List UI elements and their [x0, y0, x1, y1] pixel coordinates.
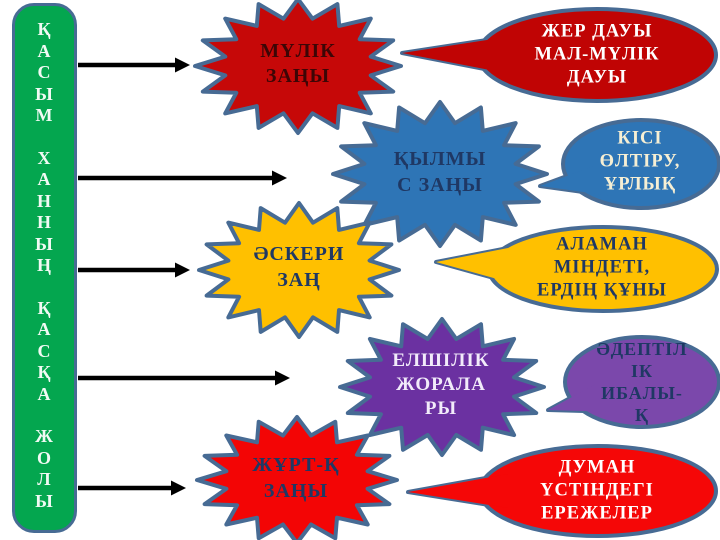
- duman-erezheler-callout: [406, 444, 718, 538]
- sidebar-letter: С: [37, 340, 52, 361]
- label-line: ӨЛТІРУ,: [599, 151, 681, 172]
- sidebar-letter: Ы: [35, 490, 54, 511]
- sidebar-letter: Қ: [37, 297, 52, 318]
- askeri-zan-burst: [197, 201, 401, 339]
- sidebar-letter: Л: [37, 469, 52, 489]
- label-line: ҮСТІНДЕГІ: [540, 480, 654, 501]
- sidebar-letter: Қ: [37, 19, 52, 39]
- label-line: ӘДЕПТІЛ: [596, 339, 688, 359]
- label-line: ЖҰРТ-Қ: [252, 454, 340, 476]
- mulik-zany-burst: [193, 0, 403, 135]
- sidebar-letter: Н: [36, 190, 52, 211]
- zher-dauy-callout: [400, 7, 718, 103]
- sidebar-letter: О: [36, 447, 52, 468]
- label-line: ЗАҢ: [277, 269, 321, 291]
- elshilik-zhoralary-burst-label: ЕЛШІЛІК ЖОРАЛА РЫ: [392, 349, 489, 421]
- label-line: ЗАҢЫ: [263, 480, 329, 502]
- elshilik-zhoralary-burst: [338, 317, 546, 457]
- connector-arrow: [78, 262, 190, 278]
- label-line: С ЗАҢЫ: [397, 174, 483, 196]
- askeri-zan-burst-label: ӘСКЕРИ ЗАҢ: [254, 241, 345, 293]
- connector-arrow: [78, 480, 186, 496]
- label-line: ИБАЛЫ-: [601, 383, 683, 403]
- label-line: ЖОРАЛА: [396, 374, 486, 395]
- label-line: ЕРЕЖЕЛЕР: [541, 503, 653, 524]
- label-line: МҮЛІК: [260, 40, 336, 62]
- sidebar-letter: Ы: [35, 83, 54, 104]
- label-line: МАЛ-МҮЛІК: [534, 44, 660, 65]
- sidebar-letter: Ы: [35, 233, 54, 254]
- sidebar-letter: А: [37, 40, 52, 61]
- zhurt-zany-burst-label: ЖҰРТ-Қ ЗАҢЫ: [252, 452, 339, 504]
- kisi-oltiru-callout: [538, 118, 720, 210]
- label-line: ЖЕР ДАУЫ: [541, 21, 653, 42]
- sidebar-letter: Н: [36, 212, 52, 232]
- mulik-zany-burst-label: МҮЛІК ЗАҢЫ: [260, 39, 336, 89]
- sidebar-letter: Ң: [36, 255, 52, 275]
- connector-arrow: [78, 57, 190, 73]
- qylmys-zany-burst-label: ҚЫЛМЫ С ЗАҢЫ: [394, 146, 487, 198]
- label-line: ЕРДІҢ ҚҰНЫ: [537, 280, 667, 301]
- label-line: ЗАҢЫ: [265, 65, 331, 87]
- sidebar-letter: М: [35, 105, 54, 125]
- connector-arrow: [78, 170, 287, 186]
- label-line: АЛАМАН: [556, 234, 648, 255]
- label-line: ЕЛШІЛІК: [392, 350, 490, 371]
- sidebar-letter: А: [37, 169, 52, 189]
- label-line: КІСІ: [617, 128, 663, 149]
- label-line: ӘСКЕРИ: [253, 243, 345, 265]
- connector-arrow: [78, 370, 290, 386]
- sidebar-letter: А: [37, 319, 52, 339]
- sidebar-letter: Қ: [37, 362, 52, 382]
- zhurt-zany-burst: [195, 415, 399, 540]
- sidebar-letter: А: [37, 383, 52, 404]
- qylmys-zany-burst: [331, 100, 549, 248]
- alaman-mindeti-callout: [434, 225, 719, 313]
- label-line: ДУМАН: [558, 457, 636, 478]
- adeptilik-callout: [546, 335, 720, 429]
- label-line: ІК: [630, 361, 654, 381]
- label-line: ҰРЛЫҚ: [603, 174, 677, 195]
- label-line: Қ: [634, 405, 650, 425]
- label-line: РЫ: [424, 398, 458, 419]
- label-line: МІНДЕТІ,: [553, 257, 651, 278]
- sidebar-letter: Х: [37, 147, 52, 168]
- sidebar-letter: С: [37, 62, 52, 82]
- label-line: ДАУЫ: [566, 67, 628, 88]
- label-line: ҚЫЛМЫ: [393, 148, 487, 170]
- sidebar-letter: Ж: [35, 426, 54, 446]
